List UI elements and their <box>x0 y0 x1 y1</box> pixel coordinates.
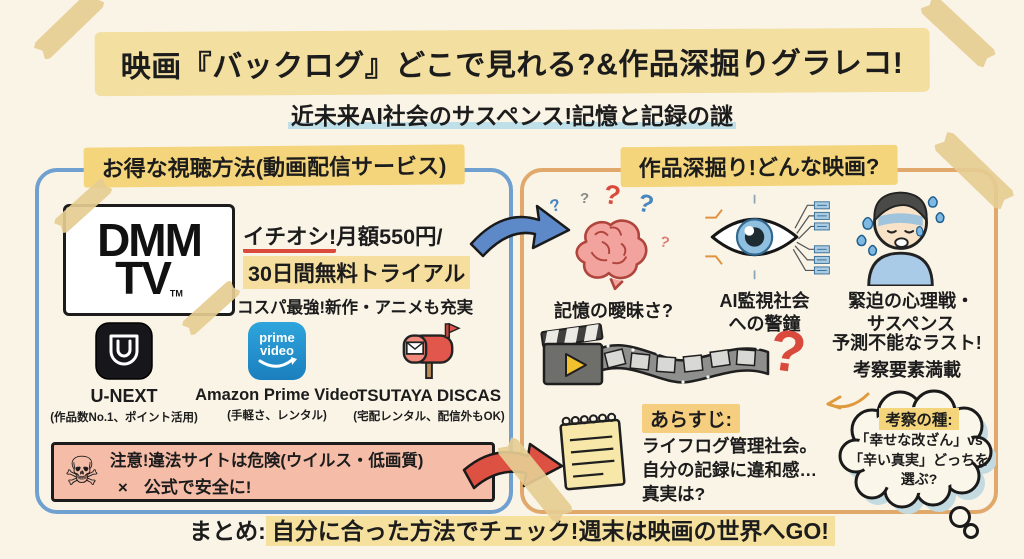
synopsis-line-2: 自分の記録に違和感… <box>642 460 817 480</box>
thought-bubble-text: 考察の種: 「幸せな改ざん」vs 「辛い真実」どっちを 選ぶ? <box>846 408 992 490</box>
feature-label-line: への警鐘 <box>728 314 801 334</box>
pitch-line-2: 30日間無料トライアル <box>243 256 471 289</box>
dmm-tv-logo: DMM TVTM <box>97 217 203 301</box>
dmm-tv-logo-box: DMM TVTM <box>63 204 235 316</box>
blue-arrow-icon <box>469 204 571 258</box>
synopsis-heading: あらすじ: <box>642 404 740 433</box>
feature-label-line: AI監視社会 <box>719 291 810 311</box>
warning-line-2: × 公式で安全に! <box>110 473 423 498</box>
clapperboard <box>540 323 604 348</box>
service-prime-video: prime video Amazon Prime Video (手軽さ、レンタル… <box>195 322 359 423</box>
service-name: U-NEXT <box>90 386 158 406</box>
service-u-next: U-NEXT (作品数No.1、ポイント活用) <box>49 322 199 425</box>
orange-arrow-icon <box>826 392 870 410</box>
question-mark: ? <box>580 190 590 207</box>
page-title: 映画『バックログ』どこで見れる?&作品深掘りグラレコ! <box>120 46 904 85</box>
pitch-line-3: コスパ最強!新作・アニメも充実 <box>237 299 474 317</box>
right-panel: 作品深掘り!どんな映画? ? ? ? ? ? 記憶の曖昧さ? <box>520 144 998 514</box>
pitch-line-1: イチオシ!月額550円/ <box>243 220 443 253</box>
skull-crossbones-icon: ☠ <box>64 450 100 494</box>
pitch-rest: 月額550円/ <box>336 225 443 249</box>
synopsis-line-3: 真実は? <box>642 484 706 504</box>
thought-line-2: 「辛い真実」どっちを <box>849 451 989 468</box>
warning-text: 注意!違法サイトは危険(ウイルス・低画質) × 公式で安全に! <box>110 447 423 498</box>
summary-highlight: 自分に合った方法でチェック!週末は映画の世界へGO! <box>265 516 835 546</box>
notepad-icon <box>559 412 626 491</box>
bubble-dot-small <box>963 523 979 539</box>
ending-line-2: 考察要素満載 <box>853 360 961 380</box>
feature-memory: ? ? ? ? ? <box>534 179 689 296</box>
ending-line-1: 予測不能なラスト! <box>832 333 982 353</box>
subtitle: 近未来AI社会のサスペンス!記憶と記録の謎 <box>0 97 1024 131</box>
ai-surveillance-eye-icon <box>705 194 830 280</box>
dmm-logo-bottom: TV <box>115 252 172 304</box>
service-note: (宅配レンタル、配信外もOK) <box>353 411 505 423</box>
service-note: (作品数No.1、ポイント活用) <box>50 412 198 424</box>
feature-label-memory: 記憶の曖昧さ? <box>554 301 673 321</box>
pitch-highlight: イチオシ! <box>243 225 337 253</box>
warning-box: ☠ 注意!違法サイトは危険(ウイルス・低画質) × 公式で安全に! <box>51 442 495 502</box>
synopsis-line-1: ライフログ管理社会。 <box>642 436 817 456</box>
dmm-logo-top: DMM <box>97 214 203 267</box>
thought-lines: 「幸せな改ざん」vs 「辛い真実」どっちを 選ぶ? <box>846 431 992 490</box>
service-tsutaya-discas: TSUTAYA DISCAS (宅配レンタル、配信外もOK) <box>353 322 505 424</box>
ending-note: 予測不能なラスト! 考察要素満載 <box>822 330 992 384</box>
amazon-smile-icon <box>258 356 297 368</box>
prime-icon-line2: video <box>260 342 294 358</box>
feature-label-line: 緊迫の心理戦・ <box>848 291 974 311</box>
mailbox-icon <box>402 322 461 380</box>
service-name: TSUTAYA DISCAS <box>356 386 502 405</box>
warning-line-2-text: 公式で安全に! <box>143 477 252 497</box>
dmm-trademark: TM <box>169 288 183 299</box>
warning-line-1: 注意!違法サイトは危険(ウイルス・低画質) <box>109 451 424 470</box>
feature-label-surveillance: AI監視社会 への警鐘 <box>692 290 837 336</box>
u-next-icon <box>95 322 153 380</box>
crying-person-icon <box>856 191 945 286</box>
left-panel-header: お得な視聴方法(動画配信サービス) <box>83 144 465 188</box>
thought-line-3: 選ぶ? <box>900 471 938 487</box>
service-note: (手軽さ、レンタル) <box>227 410 327 422</box>
title-banner: 映画『バックログ』どこで見れる?&作品深掘りグラレコ! <box>94 27 930 97</box>
feature-label-suspense: 緊迫の心理戦・ サスペンス <box>836 290 986 336</box>
question-mark: ? <box>657 233 672 252</box>
brain-icon <box>575 219 648 291</box>
synopsis-text: ライフログ管理社会。 自分の記録に違和感… 真実は? <box>642 434 817 506</box>
prime-icon-line1: prime <box>259 329 295 345</box>
service-name: Amazon Prime Video <box>195 386 359 404</box>
bubble-dot-large <box>949 506 971 528</box>
subtitle-text: 近未来AI社会のサスペンス!記憶と記録の謎 <box>287 103 737 129</box>
summary: まとめ:自分に合った方法でチェック!週末は映画の世界へGO! <box>0 512 1024 546</box>
left-panel: お得な視聴方法(動画配信サービス) DMM TVTM イチオシ!月額550円/ … <box>35 144 513 514</box>
feature-label-line: サスペンス <box>866 314 956 334</box>
cross-mark: × <box>117 477 128 497</box>
thought-line-1: 「幸せな改ざん」vs <box>855 432 983 448</box>
film-strip-icon <box>540 323 770 386</box>
summary-prefix: まとめ: <box>189 518 266 544</box>
prime-video-icon: prime video <box>248 322 306 380</box>
washi-tape-title-right <box>919 0 998 69</box>
thought-heading: 考察の種: <box>879 408 959 430</box>
